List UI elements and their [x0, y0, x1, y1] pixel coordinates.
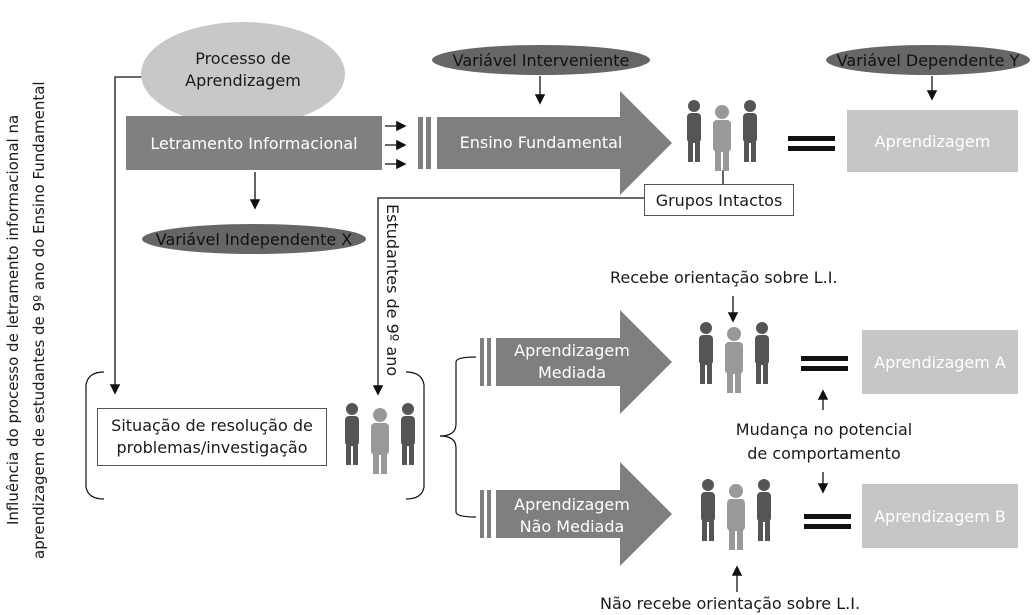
aprendizagem-label: Aprendizagem — [874, 131, 991, 151]
mediada-label: Aprendizagem Mediada — [514, 341, 630, 382]
people-group-icon-1 — [687, 100, 757, 171]
ensino-arrow-shape — [437, 91, 672, 195]
var-independente-label: Variável Independente X — [155, 229, 353, 249]
letramento-label: Letramento Informacional — [150, 133, 358, 153]
mudanca-label: Mudança no potencial de comportamento — [735, 420, 913, 463]
grupos-label: Grupos Intactos — [655, 190, 783, 210]
aprendizagem-box: Aprendizagem — [847, 110, 1018, 172]
nao-mediada-arrow-shape — [496, 462, 672, 566]
people-group-icon-2 — [345, 403, 415, 474]
nao-recebe-label: Não recebe orientação sobre L.I. — [600, 594, 861, 613]
aprendizagem-a-box: Aprendizagem A — [862, 330, 1018, 394]
equals-icon-3 — [804, 514, 851, 529]
var-interveniente-label: Variável Interveniente — [452, 50, 630, 70]
var-independente-pill: Variável Independente X — [142, 224, 366, 254]
var-dependente-label: Variável Dependente Y — [836, 50, 1020, 70]
processo-label: Processo de Aprendizagem — [185, 49, 301, 90]
aprendizagem-a-label: Aprendizagem A — [874, 352, 1006, 372]
nao-mediada-label: Aprendizagem Não Mediada — [514, 495, 630, 536]
recebe-label: Recebe orientação sobre L.I. — [610, 268, 838, 287]
people-group-icon-3 — [699, 322, 769, 393]
grupos-box: Grupos Intactos — [644, 184, 794, 216]
people-group-icon-4 — [701, 479, 771, 550]
aprendizagem-b-box: Aprendizagem B — [862, 484, 1018, 548]
letramento-box: Letramento Informacional — [126, 116, 382, 170]
equals-icon-2 — [801, 356, 848, 371]
situacao-box: Situação de resolução de problemas/inves… — [97, 408, 327, 466]
situacao-label: Situação de resolução de problemas/inves… — [111, 416, 313, 457]
var-dependente-pill: Variável Dependente Y — [826, 45, 1030, 75]
equals-icon-1 — [788, 136, 835, 151]
estudantes-label: Estudantes de 9º ano — [383, 204, 402, 377]
mediada-arrow-shape — [496, 310, 672, 414]
var-interveniente-pill: Variável Interveniente — [432, 45, 650, 75]
aprendizagem-b-label: Aprendizagem B — [874, 506, 1006, 526]
processo-ellipse: Processo de Aprendizagem — [141, 22, 345, 126]
ensino-label: Ensino Fundamental — [459, 133, 623, 152]
